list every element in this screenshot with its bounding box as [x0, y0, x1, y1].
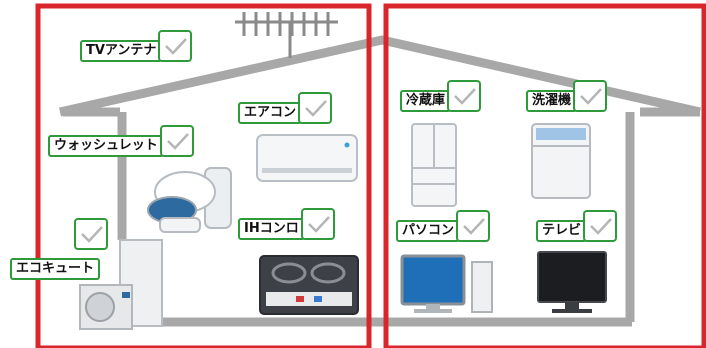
tag-washer: 洗濯機 [526, 80, 608, 112]
computer-icon [400, 254, 493, 313]
water-heater-icon [79, 239, 163, 330]
tag-label: TVアンテナ [80, 40, 163, 62]
tag-ih-stove: IHコンロ [238, 208, 335, 240]
checkbox-icon[interactable] [447, 80, 482, 112]
checkbox-icon[interactable] [298, 92, 333, 124]
checkbox-icon[interactable] [158, 30, 193, 62]
tag-label: IHコンロ [238, 218, 305, 240]
tag-label: テレビ [536, 220, 588, 242]
washing-machine-icon [531, 123, 591, 199]
tag-tv-antenna: TVアンテナ [80, 30, 193, 62]
checkbox-icon[interactable] [573, 80, 608, 112]
tag-pc: パソコン [396, 210, 491, 242]
tag-washlet: ウォッシュレット [48, 125, 194, 157]
fridge-icon [411, 123, 457, 207]
right-group-frame [383, 3, 706, 348]
antenna-icon [235, 12, 338, 58]
tag-label: ウォッシュレット [48, 135, 164, 157]
tag-fridge: 冷蔵庫 [400, 80, 482, 112]
checkbox-icon[interactable] [159, 125, 194, 157]
checkbox-icon[interactable] [456, 210, 491, 242]
ih-stove-icon [259, 255, 359, 315]
toilet-icon [147, 167, 232, 233]
tag-aircon: エアコン [238, 92, 333, 124]
checkbox-icon[interactable] [583, 210, 618, 242]
tag-label: エアコン [238, 102, 303, 124]
tag-label: エコキュート [10, 258, 101, 280]
air-conditioner-icon [256, 134, 358, 182]
tag-label: 冷蔵庫 [400, 90, 452, 112]
checkbox-icon[interactable] [300, 208, 335, 240]
left-group-frame [35, 3, 372, 348]
tag-tv: テレビ [536, 210, 618, 242]
checkbox-icon[interactable] [74, 218, 108, 250]
tag-label: 洗濯機 [526, 90, 578, 112]
tag-label: パソコン [396, 220, 461, 242]
tag-ecocute: エコキュート [10, 218, 108, 280]
television-icon [537, 251, 607, 313]
